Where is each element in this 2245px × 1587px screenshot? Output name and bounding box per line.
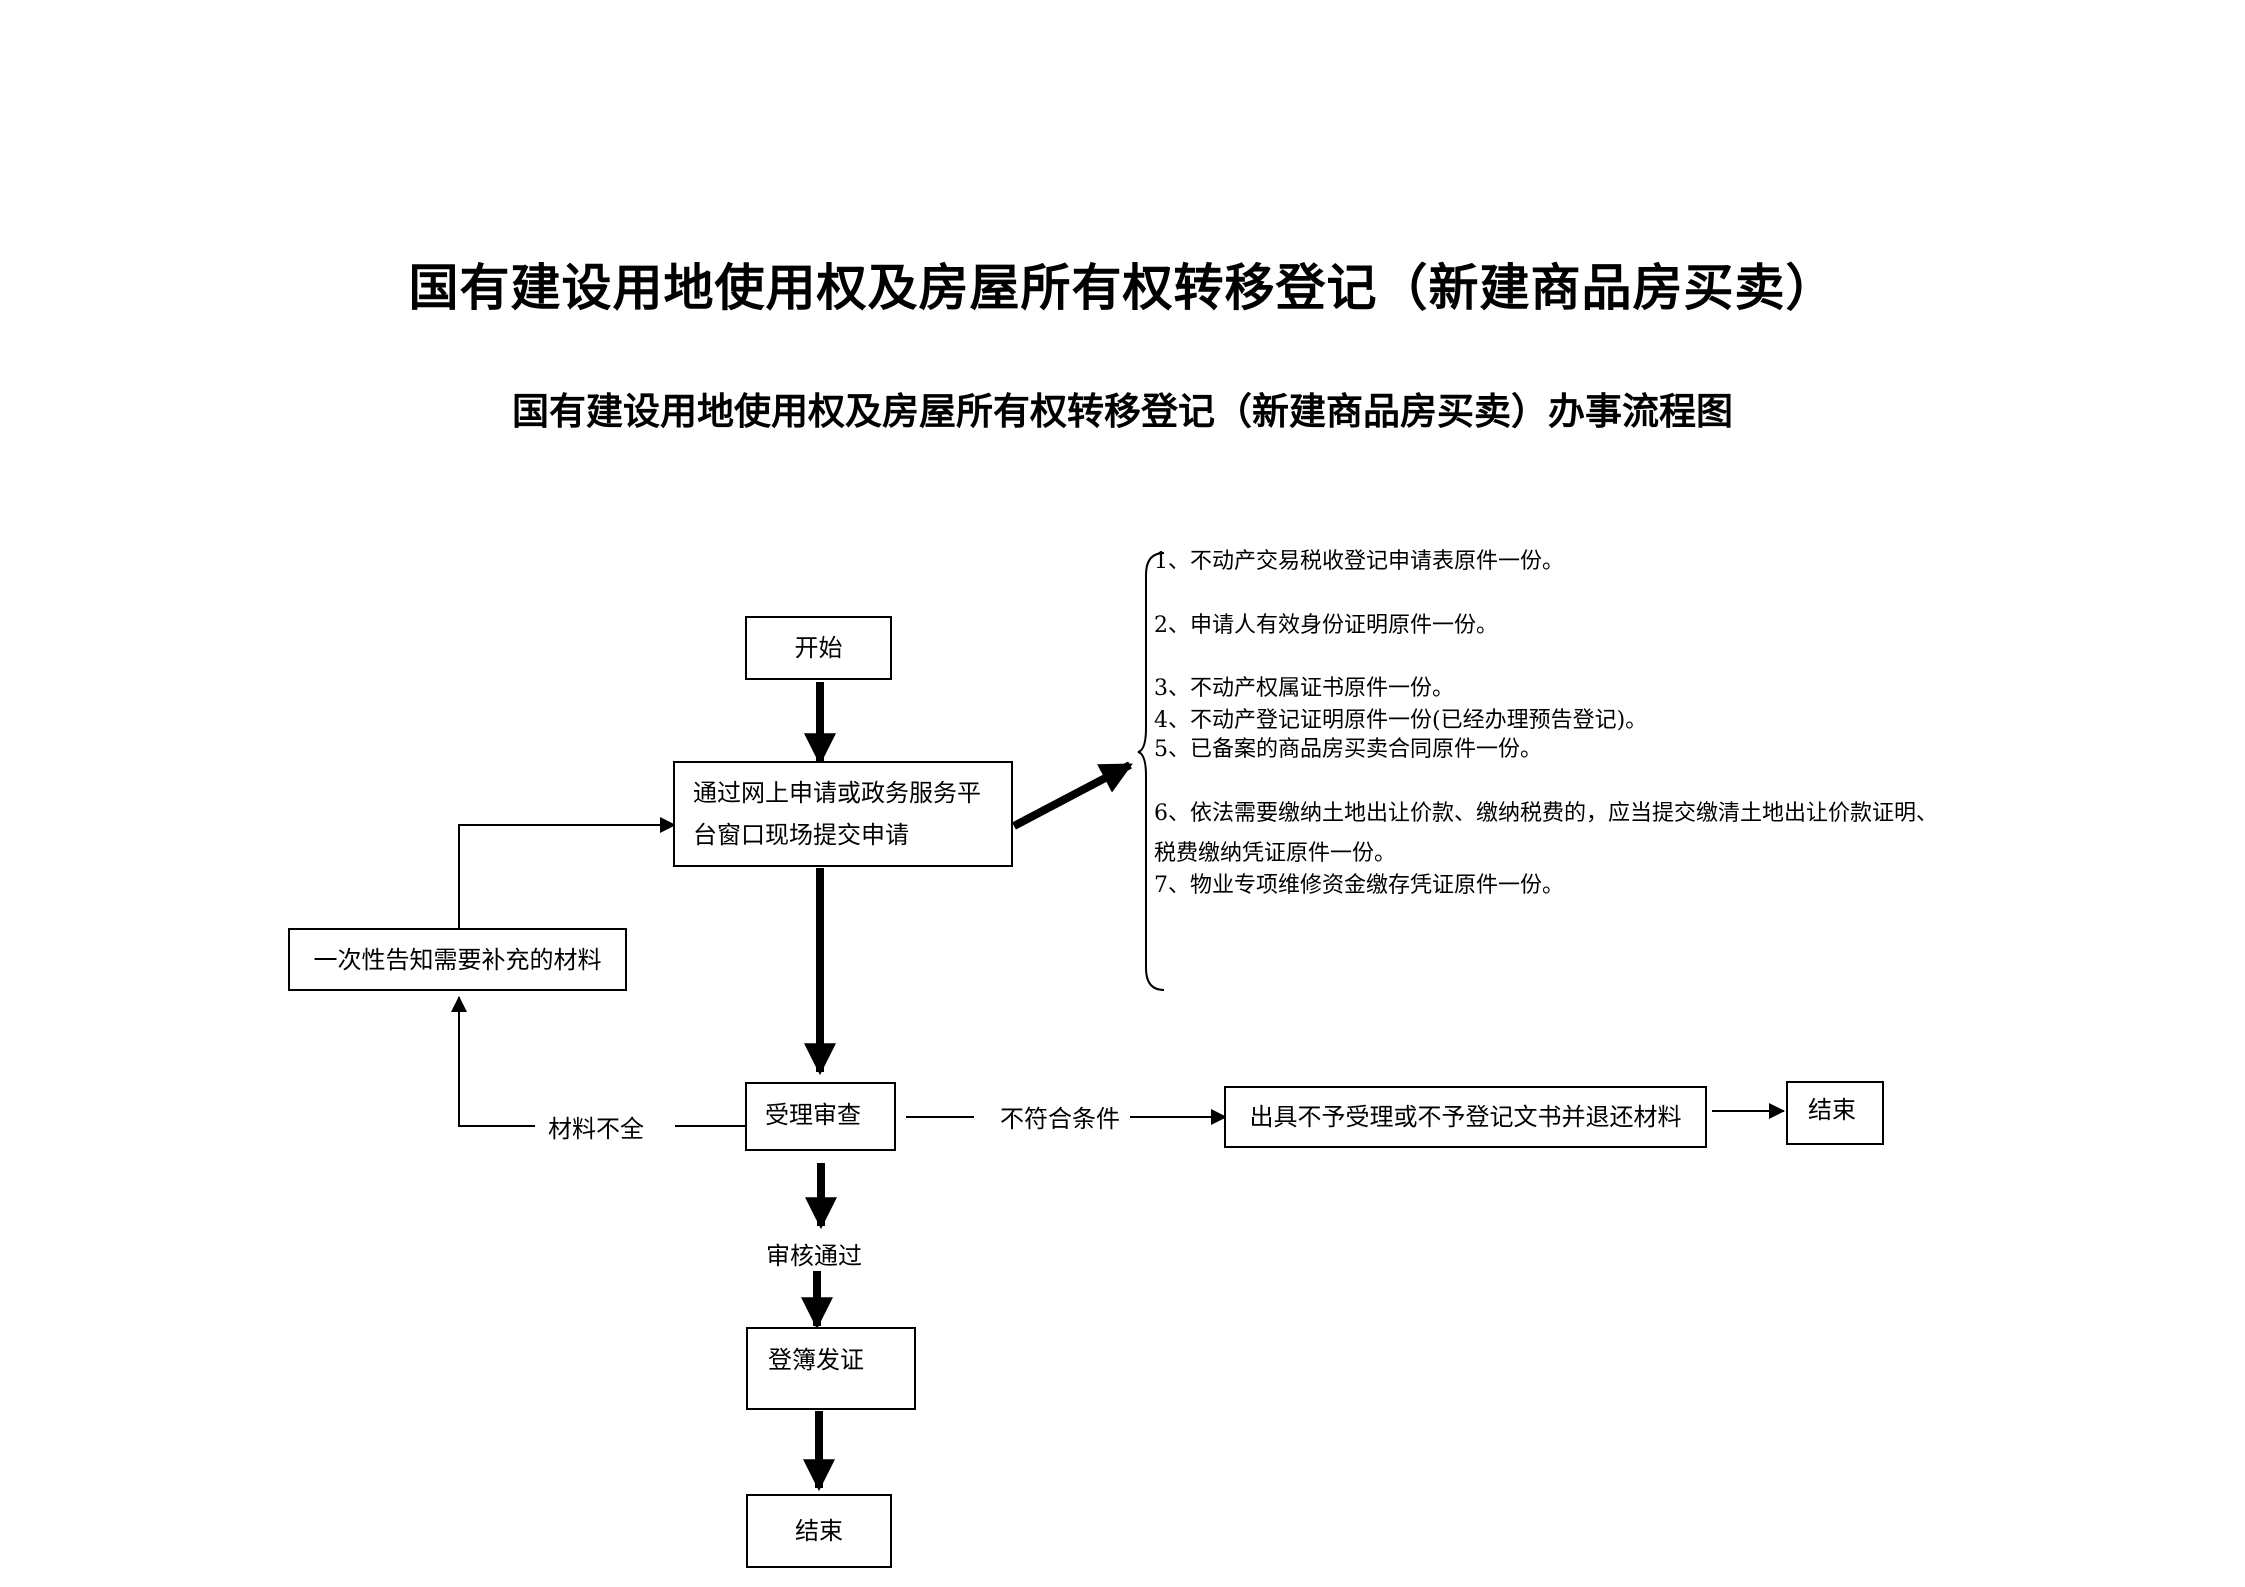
reject-label: 出具不予受理或不予登记文书并退还材料 (1249, 1103, 1682, 1131)
flowchart-title: 国有建设用地使用权及房屋所有权转移登记（新建商品房买卖）办事流程图 (512, 390, 1733, 433)
apply-label: 通过网上申请或政务服务平台窗口现场提交申请 (693, 779, 981, 849)
apply-node: 通过网上申请或政务服务平台窗口现场提交申请 (673, 761, 1013, 867)
notify-node: 一次性告知需要补充的材料 (288, 928, 627, 991)
requirement-item: 7、物业专项维修资金缴存凭证原件一份。 (1154, 873, 1564, 898)
register-node: 登簿发证 (746, 1327, 916, 1410)
start-label: 开始 (794, 634, 843, 662)
start-node: 开始 (745, 616, 892, 680)
register-label: 登簿发证 (768, 1346, 864, 1374)
requirement-item: 4、不动产登记证明原件一份(已经办理预告登记)。 (1154, 708, 1648, 733)
edge-label-passed: 审核通过 (766, 1236, 862, 1271)
end-reject-node: 结束 (1786, 1081, 1884, 1145)
edge-label-incomplete: 材料不全 (548, 1109, 644, 1144)
requirement-item: 税费缴纳凭证原件一份。 (1154, 841, 1397, 866)
end-node: 结束 (746, 1494, 892, 1568)
notify-label: 一次性告知需要补充的材料 (313, 945, 602, 974)
requirements-brace (1137, 552, 1165, 991)
end-reject-label: 结束 (1808, 1096, 1856, 1124)
edge-label-not-qualified: 不符合条件 (1000, 1099, 1120, 1134)
reject-node: 出具不予受理或不予登记文书并退还材料 (1224, 1086, 1707, 1148)
review-node: 受理审查 (745, 1082, 896, 1151)
requirement-item: 5、已备案的商品房买卖合同原件一份。 (1154, 737, 1542, 762)
requirement-item: 1、不动产交易税收登记申请表原件一份。 (1154, 549, 1564, 574)
requirement-item: 2、申请人有效身份证明原件一份。 (1154, 613, 1498, 638)
requirement-item: 6、依法需要缴纳土地出让价款、缴纳税费的，应当提交缴清土地出让价款证明、 (1154, 801, 1938, 826)
end-label: 结束 (795, 1517, 843, 1545)
page-title: 国有建设用地使用权及房屋所有权转移登记（新建商品房买卖） (408, 259, 1837, 317)
arrow-notify-to-apply (458, 817, 676, 928)
arrow-apply-to-requirements (1012, 761, 1133, 830)
arrow-incomplete-to-notify (451, 996, 535, 1127)
review-label: 受理审查 (765, 1101, 861, 1129)
requirement-item: 3、不动产权属证书原件一份。 (1154, 676, 1454, 701)
